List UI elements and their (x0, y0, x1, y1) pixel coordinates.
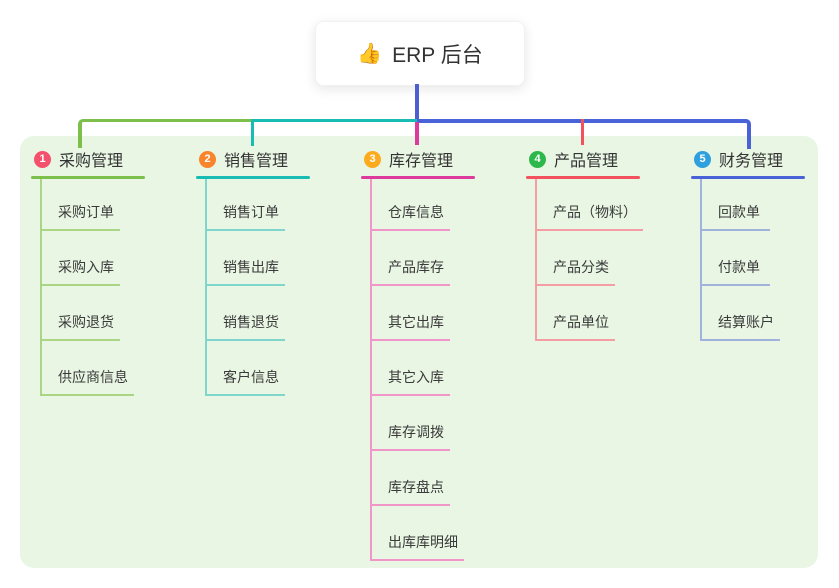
branch-title-underline (526, 176, 640, 179)
child-node[interactable]: 结算账户 (700, 313, 780, 341)
branch-title-underline (691, 176, 805, 179)
child-node[interactable]: 销售订单 (205, 203, 285, 231)
children-connector-line (370, 179, 372, 561)
connector-branch-2 (251, 119, 420, 146)
connector-branch-5 (417, 119, 751, 149)
branch-5: 5 财务管理回款单付款单结算账户 (691, 146, 839, 341)
branch-number-badge: 5 (694, 150, 711, 168)
root-connector-line (415, 84, 419, 120)
child-node[interactable]: 产品（物料） (535, 203, 643, 231)
child-node[interactable]: 销售退货 (205, 313, 285, 341)
branch-title[interactable]: 2 销售管理 (196, 146, 366, 172)
child-node[interactable]: 付款单 (700, 258, 770, 286)
child-node[interactable]: 供应商信息 (40, 368, 134, 396)
child-node[interactable]: 产品分类 (535, 258, 615, 286)
child-node[interactable]: 出库库明细 (370, 533, 464, 561)
child-node[interactable]: 仓库信息 (370, 203, 450, 231)
children-connector-line (535, 179, 537, 341)
child-node[interactable]: 采购退货 (40, 313, 120, 341)
branch-4: 4 产品管理产品（物料） 产品分类产品单位 (526, 146, 696, 341)
child-node[interactable]: 客户信息 (205, 368, 285, 396)
children-connector-line (700, 179, 702, 341)
branch-title[interactable]: 5 财务管理 (691, 146, 839, 172)
branch-title-label: 销售管理 (224, 153, 289, 170)
child-node[interactable]: 其它入库 (370, 368, 450, 396)
root-node-label: ERP 后台 (392, 43, 483, 67)
thumbs-up-icon: 👍 (357, 43, 383, 65)
branch-title[interactable]: 4 产品管理 (526, 146, 696, 172)
branch-title-underline (196, 176, 310, 179)
child-node[interactable]: 库存调拨 (370, 423, 450, 451)
branch-number-badge: 3 (364, 150, 381, 168)
branch-number-badge: 2 (199, 150, 216, 168)
children-connector-line (205, 179, 207, 396)
branch-title-label: 财务管理 (719, 153, 784, 170)
branch-title-underline (361, 176, 475, 179)
branch-title[interactable]: 3 库存管理 (361, 146, 531, 172)
branch-3: 3 库存管理仓库信息产品库存其它出库其它入库库存调拨库存盘点出库库明细 (361, 146, 531, 561)
child-node[interactable]: 回款单 (700, 203, 770, 231)
root-node[interactable]: 👍 ERP 后台 (315, 21, 525, 86)
branch-title-underline (31, 176, 145, 179)
connector-branch-4 (581, 119, 584, 145)
child-node[interactable]: 销售出库 (205, 258, 285, 286)
branch-2: 2 销售管理销售订单销售出库销售退货客户信息 (196, 146, 366, 396)
child-node[interactable]: 采购入库 (40, 258, 120, 286)
branch-title-label: 采购管理 (59, 153, 124, 170)
connector-branch-3 (415, 122, 419, 145)
child-node[interactable]: 库存盘点 (370, 478, 450, 506)
child-node[interactable]: 产品单位 (535, 313, 615, 341)
branch-number-badge: 4 (529, 150, 546, 168)
branch-title[interactable]: 1 采购管理 (31, 146, 201, 172)
branch-title-label: 产品管理 (554, 153, 619, 170)
branch-number-badge: 1 (34, 150, 51, 168)
child-node[interactable]: 采购订单 (40, 203, 120, 231)
connector-branch-1 (78, 119, 255, 148)
branch-title-label: 库存管理 (389, 153, 454, 170)
child-node[interactable]: 其它出库 (370, 313, 450, 341)
children-connector-line (40, 179, 42, 396)
branches-panel (20, 136, 818, 568)
child-node[interactable]: 产品库存 (370, 258, 450, 286)
branch-1: 1 采购管理采购订单采购入库采购退货供应商信息 (31, 146, 201, 396)
